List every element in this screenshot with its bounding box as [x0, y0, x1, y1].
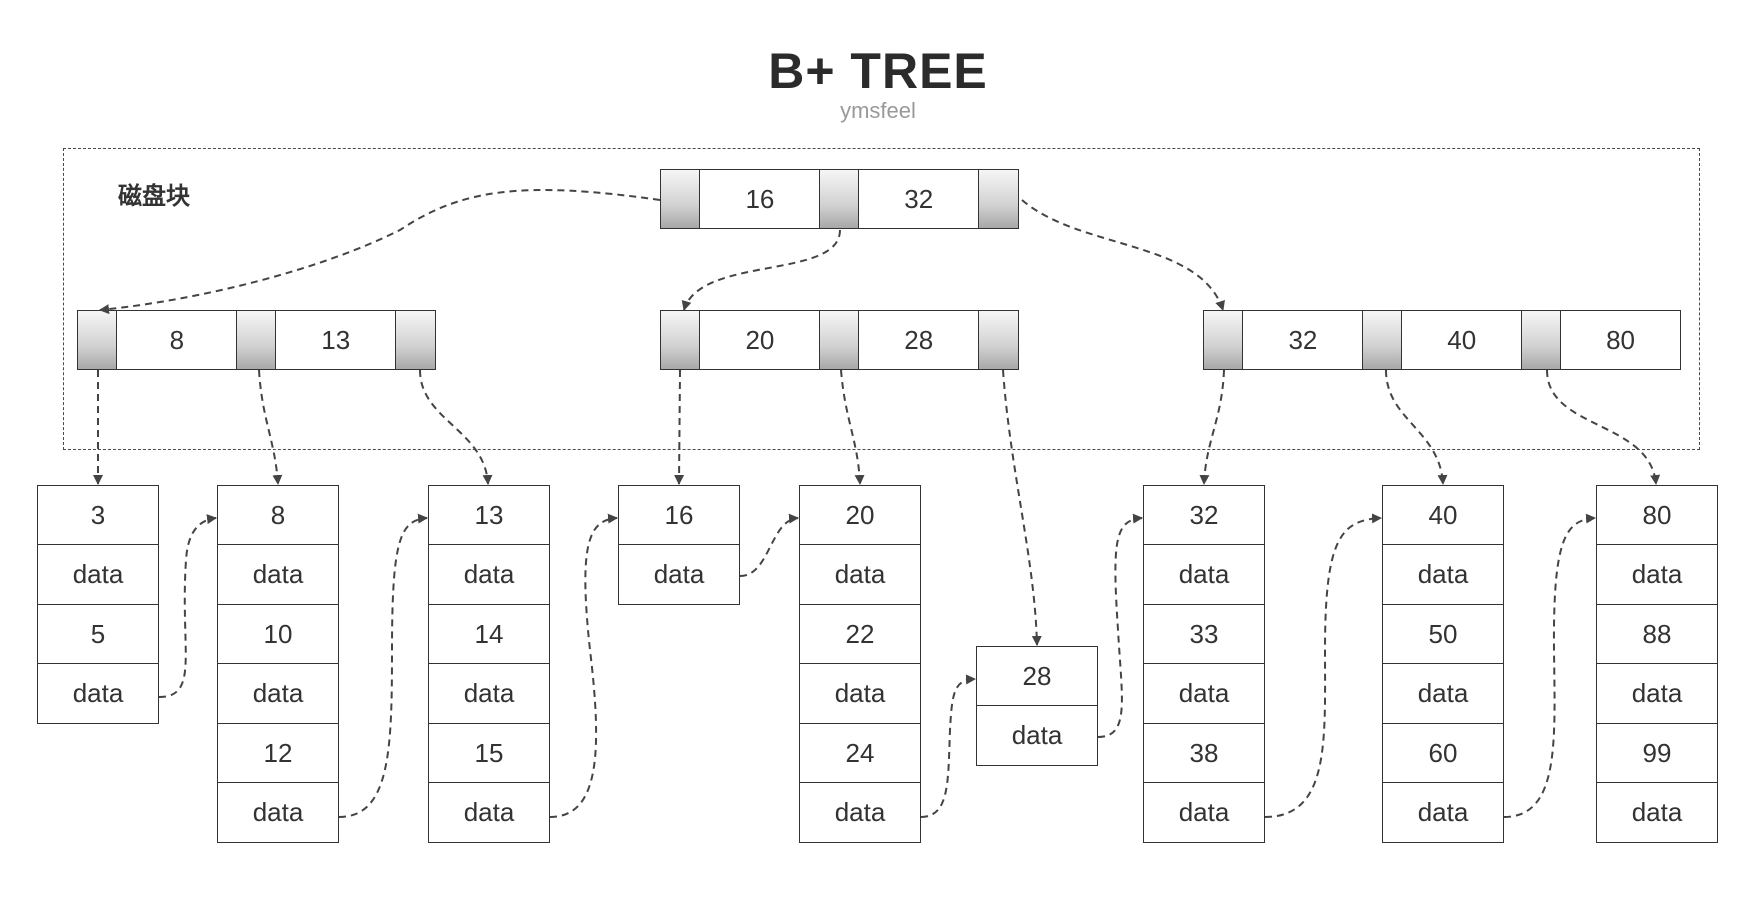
leaf-data: data [1143, 782, 1265, 844]
leaf-data: data [217, 663, 339, 725]
leaf-node-2: 8 data 10 data 12 data [217, 485, 339, 844]
leaf-data: data [976, 705, 1098, 767]
leaf-6-to-leaf-7-arrow [1097, 513, 1143, 738]
leaf-node-8: 40 data 50 data 60 data [1382, 485, 1504, 844]
internal-to-leaf-6-arrow [1002, 369, 1042, 646]
leaf-data: data [1382, 544, 1504, 606]
root-to-internal-3-arrow [1021, 199, 1225, 311]
leaf-node-3: 13 data 14 data 15 data [428, 485, 550, 844]
leaf-key: 5 [37, 603, 159, 665]
leaf-key: 80 [1596, 485, 1718, 546]
leaf-7-to-leaf-8-arrow [1264, 513, 1382, 818]
leaf-data: data [428, 544, 550, 606]
leaf-key: 32 [1143, 485, 1265, 546]
internal-node-1: 8 13 [77, 310, 436, 370]
leaf-node-6: 28 data [976, 646, 1098, 767]
root-to-internal-2-arrow [681, 229, 841, 311]
root-key: 32 [858, 169, 980, 229]
internal-node-3: 32 40 80 [1203, 310, 1682, 370]
root-to-internal-1-arrow [99, 189, 661, 315]
leaf-data: data [1143, 663, 1265, 725]
internal-key: 28 [858, 310, 980, 370]
internal-pointer [818, 310, 860, 370]
leaf-key: 99 [1596, 722, 1718, 784]
leaf-data: data [217, 782, 339, 844]
internal-key: 40 [1401, 310, 1523, 370]
leaf-key: 38 [1143, 722, 1265, 784]
internal-to-leaf-5-arrow [840, 369, 865, 485]
internal-to-leaf-2-arrow [258, 369, 283, 485]
internal-pointer [1520, 310, 1562, 370]
internal-key: 20 [699, 310, 821, 370]
leaf-1-to-leaf-2-arrow [158, 514, 217, 698]
internal-to-leaf-4-arrow [674, 369, 685, 485]
leaf-node-7: 32 data 33 data 38 data [1143, 485, 1265, 844]
internal-to-leaf-7-arrow [1199, 369, 1225, 485]
leaf-data: data [799, 544, 921, 606]
leaf-2-to-leaf-3-arrow [338, 513, 428, 818]
diagram-subtitle: ymsfeel [840, 98, 916, 123]
internal-pointer [660, 310, 701, 370]
leaf-node-1: 3 data 5 data [37, 485, 159, 725]
leaf-node-9: 80 data 88 data 99 data [1596, 485, 1718, 844]
leaf-key: 28 [976, 646, 1098, 707]
disk-block-label: 磁盘块 [118, 183, 190, 210]
internal-to-leaf-3-arrow [419, 369, 493, 485]
leaf-data: data [618, 544, 740, 606]
leaf-key: 15 [428, 722, 550, 784]
leaf-key: 33 [1143, 603, 1265, 665]
leaf-data: data [1143, 544, 1265, 606]
internal-key: 32 [1242, 310, 1364, 370]
leaf-data: data [428, 663, 550, 725]
internal-pointer [394, 310, 436, 370]
root-key: 16 [699, 169, 821, 229]
leaf-data: data [1382, 782, 1504, 844]
leaf-data: data [1596, 544, 1718, 606]
internal-pointer [1361, 310, 1403, 370]
leaf-8-to-leaf-9-arrow [1503, 513, 1596, 818]
leaf-data: data [428, 782, 550, 844]
leaf-data: data [799, 782, 921, 844]
internal-pointer [235, 310, 277, 370]
leaf-3-to-leaf-4-arrow [549, 513, 618, 818]
leaf-data: data [1596, 663, 1718, 725]
leaf-key: 16 [618, 485, 740, 546]
leaf-key: 50 [1382, 603, 1504, 665]
leaf-data: data [37, 544, 159, 606]
leaf-node-4: 16 data [618, 485, 740, 606]
leaf-data: data [1596, 782, 1718, 844]
internal-key: 80 [1560, 310, 1682, 370]
leaf-key: 24 [799, 722, 921, 784]
root-node: 16 32 [660, 169, 1019, 229]
leaf-key: 20 [799, 485, 921, 546]
internal-to-leaf-9-arrow [1546, 369, 1661, 485]
leaf-key: 88 [1596, 603, 1718, 665]
leaf-key: 3 [37, 485, 159, 546]
leaf-key: 8 [217, 485, 339, 546]
internal-pointer [77, 310, 118, 370]
root-pointer-2 [977, 169, 1019, 229]
internal-pointer [977, 310, 1019, 370]
leaf-key: 13 [428, 485, 550, 546]
leaf-5-to-leaf-6-arrow [920, 674, 976, 818]
leaf-data: data [217, 544, 339, 606]
root-pointer-1 [818, 169, 860, 229]
internal-node-2: 20 28 [660, 310, 1019, 370]
internal-to-leaf-8-arrow [1385, 369, 1448, 485]
leaf-key: 12 [217, 722, 339, 784]
leaf-4-to-leaf-5-arrow [739, 513, 799, 577]
disk-block-region [63, 148, 1700, 450]
leaf-data: data [37, 663, 159, 725]
internal-key: 8 [116, 310, 238, 370]
leaf-node-5: 20 data 22 data 24 data [799, 485, 921, 844]
diagram-title: B+ TREE [768, 43, 988, 99]
